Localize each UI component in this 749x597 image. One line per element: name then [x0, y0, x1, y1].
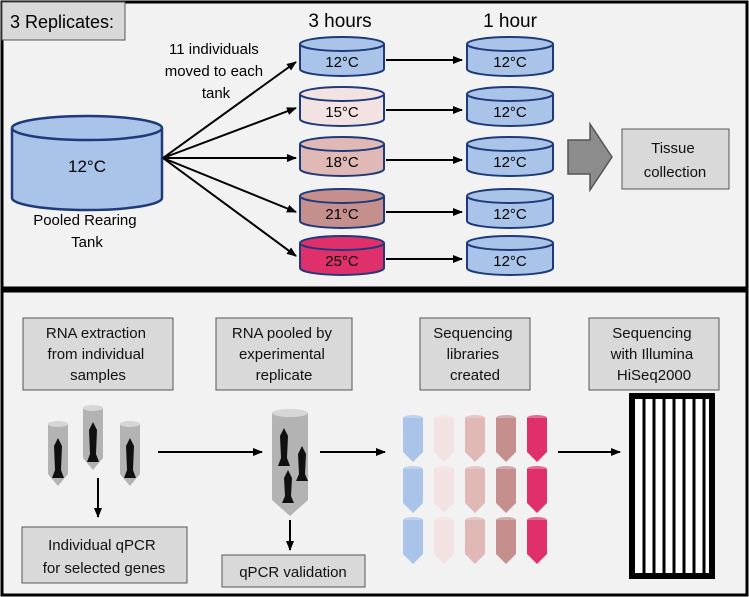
block-arrow-icon: [567, 121, 613, 193]
recovery-tank-1: 12°C: [466, 36, 554, 77]
recovery-tank-3: 12°C: [466, 136, 554, 177]
library-tube: [465, 466, 485, 513]
rearing-caption-line2: Tank: [71, 234, 103, 251]
recovery-temp-1: 12°C: [493, 54, 527, 71]
sample-tube-1: [48, 421, 68, 486]
qpcr-validation-box: [221, 554, 366, 588]
moved-note: 11 individuals moved to each tank: [165, 41, 268, 102]
seq-illumina-line2: with Illumina: [610, 346, 694, 363]
seq-illumina-line3: HiSeq2000: [617, 367, 691, 384]
treatment-temp-1: 12°C: [325, 54, 359, 71]
tissue-collection-box: [621, 128, 730, 190]
recovery-temp-2: 12°C: [493, 104, 527, 121]
fish-icon: [124, 438, 136, 478]
rna-extraction-line3: samples: [70, 367, 126, 384]
seq-illumina-label: Sequencing with Illumina HiSeq2000: [610, 325, 698, 384]
library-tube: [496, 466, 516, 513]
recovery-temp-4: 12°C: [493, 206, 527, 223]
recovery-temp-5: 12°C: [493, 253, 527, 270]
qpcr-validation-label: qPCR validation: [239, 564, 347, 581]
treatment-temp-3: 18°C: [325, 154, 359, 171]
seq-illumina-line1: Sequencing: [612, 325, 691, 342]
transfer-arrows: [386, 56, 463, 263]
seq-libraries-box: [419, 317, 531, 391]
recovery-tank-5: 12°C: [466, 235, 554, 276]
individual-sample-tubes: [48, 405, 140, 486]
library-tube: [403, 466, 423, 513]
library-tube: [496, 415, 516, 462]
tissue-line2: collection: [644, 164, 707, 181]
rna-extraction-box: [22, 317, 174, 391]
library-tube: [527, 415, 547, 462]
recovery-tank-4: 12°C: [466, 188, 554, 229]
replicates-label: 3 Replicates:: [10, 12, 114, 32]
library-tube: [465, 517, 485, 564]
library-tube: [434, 517, 454, 564]
library-tube: [496, 517, 516, 564]
treatment-tank-1: 12°C: [299, 36, 385, 77]
recovery-tank-2: 12°C: [466, 86, 554, 127]
treatment-temp-5: 25°C: [325, 253, 359, 270]
individual-qpcr-box: [21, 526, 188, 584]
seq-libraries-line2: libraries: [447, 346, 500, 363]
seq-libraries-line1: Sequencing: [433, 325, 512, 342]
rna-extraction-line1: RNA extraction: [46, 325, 146, 342]
library-tube-grid: [403, 415, 547, 564]
rna-extraction-label: RNA extraction from individual samples: [46, 325, 150, 384]
seq-libraries-line3: created: [450, 367, 500, 384]
pooled-rearing-tank: 12°C: [10, 114, 164, 212]
pipeline-arrows: [94, 448, 621, 551]
moved-note-line2: moved to each: [165, 63, 263, 80]
library-tube: [403, 517, 423, 564]
treatment-temp-4: 21°C: [325, 206, 359, 223]
treatment-tank-5: 25°C: [299, 235, 385, 276]
recovery-temp-3: 12°C: [493, 154, 527, 171]
rna-pooled-line3: replicate: [256, 367, 313, 384]
tissue-collection-label: Tissue collection: [644, 140, 707, 181]
library-tube: [403, 415, 423, 462]
rna-pooled-line1: RNA pooled by: [232, 325, 333, 342]
library-tube: [434, 415, 454, 462]
tissue-line1: Tissue: [651, 140, 695, 157]
rna-pooled-label: RNA pooled by experimental replicate: [232, 325, 336, 384]
seq-libraries-label: Sequencing libraries created: [433, 325, 516, 384]
library-tube: [527, 517, 547, 564]
fish-icon: [282, 470, 294, 503]
sample-tube-3: [120, 421, 140, 486]
fish-icon: [87, 422, 99, 462]
header-1-hour: 1 hour: [483, 11, 538, 32]
library-tube: [465, 415, 485, 462]
treatment-tank-4: 21°C: [299, 188, 385, 229]
rna-pooled-box: [215, 317, 353, 391]
rearing-caption-line1: Pooled Rearing: [33, 212, 136, 229]
rna-extraction-line2: from individual: [48, 346, 145, 363]
fish-icon: [52, 438, 64, 478]
flow-cell-icon: [629, 393, 715, 579]
individual-qpcr-label: Individual qPCR for selected genes: [43, 537, 166, 577]
individual-qpcr-line1: Individual qPCR: [48, 537, 156, 554]
fanout-arrows: [162, 61, 297, 257]
treatment-tank-3: 18°C: [299, 136, 385, 177]
replicates-label-box: [1, 1, 126, 41]
pooled-tube: [272, 409, 308, 516]
library-tube: [527, 466, 547, 513]
treatment-tank-2: 15°C: [299, 86, 385, 127]
individual-qpcr-line2: for selected genes: [43, 560, 166, 577]
library-tube: [434, 466, 454, 513]
header-3-hours: 3 hours: [308, 11, 371, 32]
moved-note-line3: tank: [202, 85, 231, 102]
rna-pooled-line2: experimental: [239, 346, 325, 363]
rearing-tank-caption: Pooled Rearing Tank: [33, 212, 141, 251]
fish-icon: [296, 446, 308, 481]
sample-tube-2: [83, 405, 103, 470]
treatment-temp-2: 15°C: [325, 104, 359, 121]
fish-icon: [278, 428, 290, 466]
rearing-tank-temp: 12°C: [68, 157, 106, 176]
seq-illumina-box: [588, 317, 720, 391]
moved-note-line1: 11 individuals: [169, 41, 259, 58]
